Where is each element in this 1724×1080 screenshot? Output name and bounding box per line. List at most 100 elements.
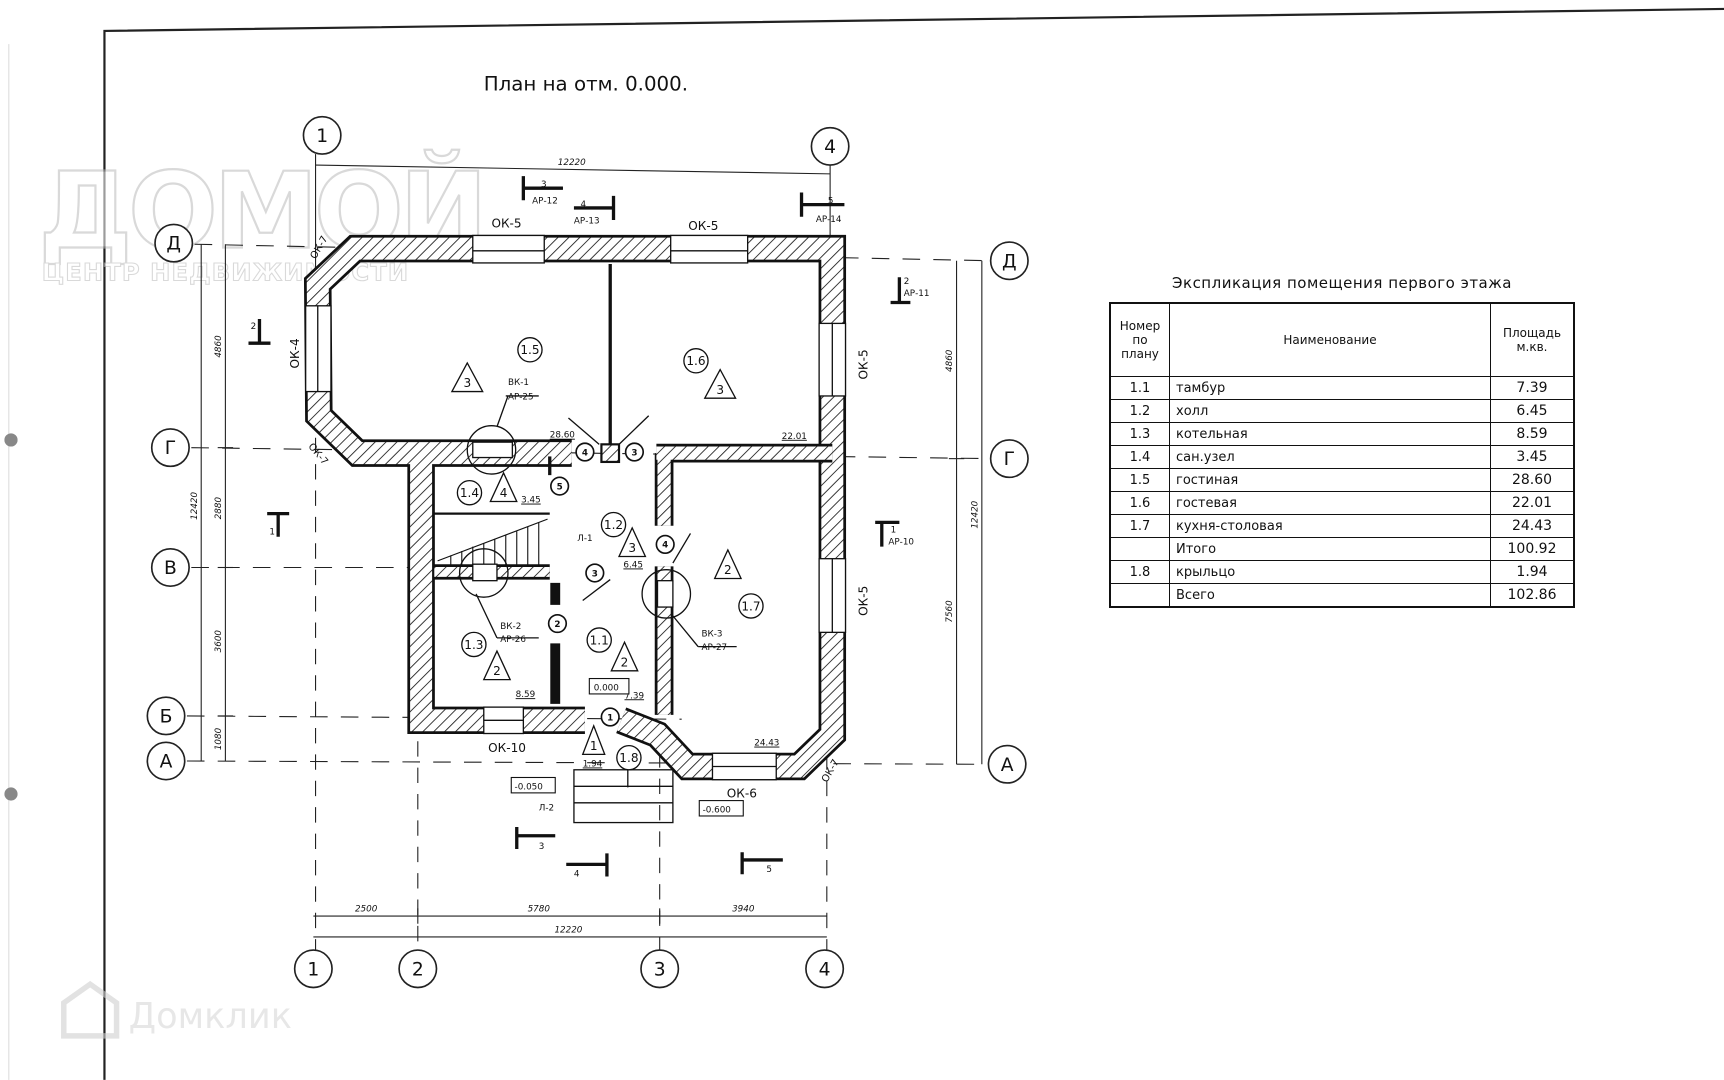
room-area: 6.45 <box>623 560 643 570</box>
finish-mark: 3 <box>716 383 724 397</box>
header-name: Наименование <box>1169 302 1491 377</box>
row-number: 1.4 <box>1109 445 1170 469</box>
room-number: 1.1 <box>590 633 609 647</box>
domclick-watermark: Домклик <box>61 980 292 1039</box>
row-area: 22.01 <box>1490 491 1575 515</box>
finish-triangles <box>450 361 743 756</box>
finish-mark: 2 <box>724 563 732 577</box>
section-number: 3 <box>539 842 545 852</box>
dim-left-total: 12420 <box>190 492 200 520</box>
window-label: ОК-10 <box>488 741 526 755</box>
row-number: 1.8 <box>1109 560 1170 584</box>
row-area: 28.60 <box>1490 468 1575 492</box>
header-area: Площадь м.кв. <box>1490 302 1575 377</box>
section-sheet: АР-11 <box>904 289 930 299</box>
explication-title: Экспликация помещения первого этажа <box>1172 274 1512 292</box>
section-sheet: АР-12 <box>532 197 558 207</box>
section-number: 1 <box>269 528 275 538</box>
row-name: тамбур <box>1169 376 1491 400</box>
door-number: 3 <box>592 569 598 579</box>
door-number: 5 <box>557 482 563 492</box>
domoy-watermark: ДОМОЙ ЦЕНТР НЕДВИЖИМОСТИ <box>37 148 488 287</box>
vent-sheet: АР-26 <box>500 635 526 645</box>
row-area: 100.92 <box>1490 537 1575 561</box>
section-number: 2 <box>904 277 910 287</box>
row-number <box>1109 583 1170 608</box>
dim-bottom-2: 5780 <box>528 905 551 915</box>
window-label: ОК-7 <box>306 441 330 467</box>
row-name: Итого <box>1169 537 1491 561</box>
door-markers <box>547 442 675 727</box>
axis-b-left: Б <box>160 707 173 728</box>
level-marks <box>510 677 744 817</box>
row-number: 1.1 <box>1109 376 1170 400</box>
dim-right-total: 12420 <box>970 500 980 528</box>
dimension-lines <box>200 164 983 938</box>
row-number: 1.3 <box>1109 422 1170 446</box>
porch <box>573 769 674 824</box>
axis-4-bottom: 4 <box>819 959 831 980</box>
dim-bottom-total: 12220 <box>554 926 582 936</box>
room-area: 8.59 <box>516 690 536 700</box>
axis-g-left: Г <box>165 438 176 459</box>
room-number: 1.2 <box>604 518 623 532</box>
section-number: 4 <box>574 869 580 879</box>
stair-label: Л-1 <box>577 534 592 544</box>
row-name: холл <box>1169 399 1491 423</box>
door-number: 3 <box>631 448 637 458</box>
row-name: кухня-столовая <box>1169 514 1491 538</box>
finish-mark: 2 <box>621 655 629 669</box>
row-area: 3.45 <box>1490 445 1575 469</box>
room-number: 1.8 <box>619 751 638 765</box>
dim-top-total: 12220 <box>558 158 586 168</box>
row-name: котельная <box>1169 422 1491 446</box>
row-area: 6.45 <box>1490 399 1575 423</box>
row-number: 1.7 <box>1109 514 1170 538</box>
dim-right-2: 7560 <box>945 600 955 623</box>
section-number: 4 <box>581 200 587 210</box>
stair-label: Л-2 <box>539 803 554 813</box>
dim-left-4: 1080 <box>214 727 224 750</box>
section-sheet: АР-14 <box>816 215 842 225</box>
section-number: 2 <box>251 322 257 332</box>
vent-sheet: АР-27 <box>701 643 727 653</box>
axis-d-right: Д <box>1002 251 1017 272</box>
dim-bottom-1: 2500 <box>355 905 378 915</box>
row-area: 7.39 <box>1490 376 1575 400</box>
room-number: 1.3 <box>464 638 483 652</box>
axis-a-right: А <box>1001 755 1014 776</box>
vent-code: ВК-1 <box>508 378 529 388</box>
row-name: сан.узел <box>1169 445 1491 469</box>
section-sheet: АР-13 <box>574 216 600 226</box>
room-number: 1.6 <box>686 354 705 368</box>
row-number: 1.5 <box>1109 468 1170 492</box>
room-number: 1.7 <box>741 599 760 613</box>
level-mark: 0.000 <box>594 684 619 694</box>
section-markers <box>248 176 911 877</box>
window-label: ОК-5 <box>491 217 521 231</box>
row-area: 24.43 <box>1490 514 1575 538</box>
row-name: гостевая <box>1169 491 1491 515</box>
door-swings <box>568 415 692 601</box>
axis-1-top: 1 <box>316 126 328 147</box>
sheet-border <box>103 7 1724 1080</box>
axis-g-right: Г <box>1004 449 1015 470</box>
room-circles <box>456 337 764 771</box>
axis-2-bottom: 2 <box>412 959 424 980</box>
binder-hole <box>4 433 18 447</box>
dim-left-1: 4860 <box>214 335 224 358</box>
row-area: 8.59 <box>1490 422 1575 446</box>
row-area: 1.94 <box>1490 560 1575 584</box>
window-label: ОК-5 <box>856 586 870 616</box>
room-area: 3.45 <box>521 496 541 506</box>
finish-mark: 1 <box>590 739 598 753</box>
vent-sheet: АР-25 <box>508 392 534 402</box>
level-mark: -0.600 <box>703 806 731 816</box>
